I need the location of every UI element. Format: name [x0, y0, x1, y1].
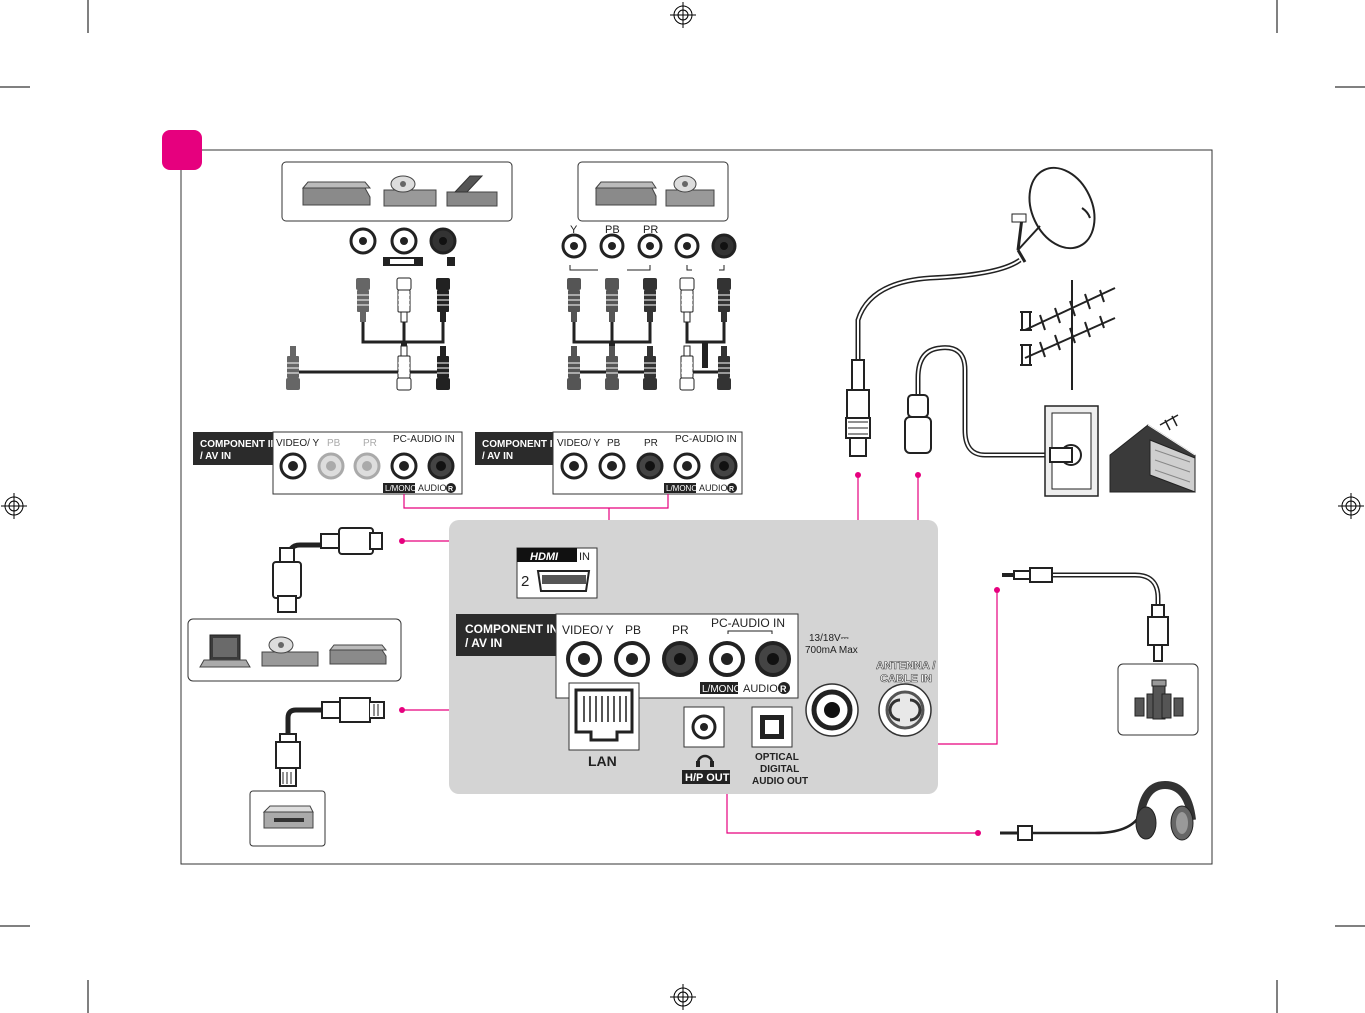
- small-panel-component: COMPONENT IN / AV IN VIDEO/ Y PB PR PC-A…: [475, 432, 742, 494]
- l-mono-label: L/MONO: [385, 484, 417, 493]
- av-source-jacks: [351, 229, 455, 266]
- svg-text:PR: PR: [644, 438, 658, 449]
- r-label: R: [780, 684, 787, 694]
- registration-mark-icon: [670, 2, 696, 28]
- hdmi-cable-icon: [273, 528, 382, 612]
- audio-label: AUDIO: [418, 483, 447, 493]
- panel-title: / AV IN: [200, 451, 231, 462]
- pb-label: PB: [327, 438, 341, 449]
- f-connector: [846, 360, 870, 456]
- antenna-label: CABLE IN: [880, 673, 932, 685]
- registration-mark-icon: [1338, 493, 1364, 519]
- hdmi-port: HDMI IN 2: [517, 548, 597, 598]
- svg-text:HDMI: HDMI: [530, 551, 559, 563]
- svg-text:AUDIO: AUDIO: [699, 483, 728, 493]
- pc-devices-box: [188, 619, 401, 681]
- optical-label: DIGITAL: [760, 764, 799, 775]
- svg-text:2: 2: [521, 573, 529, 590]
- router-box: [250, 791, 325, 846]
- svg-text:PB: PB: [607, 438, 621, 449]
- component-source-devices: [578, 162, 728, 221]
- panel-title: COMPONENT IN: [465, 622, 558, 636]
- pc-audio-in-label: PC-AUDIO IN: [711, 616, 785, 630]
- house-icon: [1110, 415, 1195, 492]
- accent-tab: [162, 130, 202, 170]
- svg-text:COMPONENT IN: COMPONENT IN: [482, 439, 560, 450]
- antenna-in-port: [879, 684, 931, 736]
- optical-label: AUDIO OUT: [752, 776, 808, 787]
- headphone-port: H/P OUT: [682, 707, 730, 784]
- hp-out-label: H/P OUT: [685, 772, 730, 784]
- pb-label: PB: [625, 623, 641, 637]
- terrestrial-antenna-icon: [1020, 280, 1115, 390]
- satellite-in-port: [806, 684, 858, 736]
- registration-mark-icon: [1, 493, 27, 519]
- lnb-power-label: 700mA Max: [805, 645, 858, 656]
- antenna-label: ANTENNA /: [876, 660, 935, 672]
- lan-cable-icon: [276, 698, 384, 786]
- svg-text:L/MONO: L/MONO: [666, 484, 698, 493]
- r-label: R: [448, 486, 453, 493]
- panel-title: / AV IN: [465, 636, 502, 650]
- svg-text:/ AV IN: / AV IN: [482, 451, 513, 462]
- satellite-dish-icon: [1012, 157, 1107, 262]
- dvd-player-icon: [596, 182, 656, 205]
- svg-text:IN: IN: [579, 551, 590, 563]
- component-source-jacks: Y PB PR: [563, 224, 735, 270]
- optical-label: OPTICAL: [755, 752, 799, 763]
- satellite-cable: [858, 260, 1020, 360]
- small-panel-av: COMPONENT IN / AV IN VIDEO/ Y PB PR PC-A…: [193, 432, 462, 494]
- main-panel: HDMI IN 2 COMPONENT IN / AV IN VIDEO/ Y …: [449, 520, 938, 794]
- dvd-player-icon: [330, 645, 386, 664]
- wall-outlet-icon: [1045, 406, 1098, 496]
- audio-label: AUDIO: [743, 683, 778, 695]
- av-cable: [286, 278, 450, 390]
- optical-cable-icon: [1002, 568, 1168, 661]
- pc-audio-in-label: PC-AUDIO IN: [393, 434, 455, 445]
- component-cable: [567, 278, 731, 390]
- pr-label: PR: [363, 438, 377, 449]
- av-source-devices: [282, 162, 512, 221]
- router-icon: [264, 806, 313, 828]
- svg-text:PC-AUDIO IN: PC-AUDIO IN: [675, 434, 737, 445]
- registration-mark-icon: [670, 984, 696, 1010]
- home-theater-box: [1118, 664, 1198, 735]
- lan-label: LAN: [588, 753, 617, 769]
- panel-title: COMPONENT IN: [200, 439, 278, 450]
- video-y-label: VIDEO/ Y: [276, 438, 319, 449]
- l-mono-label: L/MONO: [702, 684, 742, 695]
- antenna-connector: [905, 395, 931, 453]
- svg-text:VIDEO/ Y: VIDEO/ Y: [557, 438, 600, 449]
- video-y-label: VIDEO/ Y: [562, 623, 614, 637]
- headphones-icon: [1000, 785, 1193, 840]
- lnb-power-label: 13/18V⎓: [809, 633, 849, 644]
- dvd-player-icon: [303, 182, 370, 205]
- svg-text:R: R: [729, 486, 734, 493]
- pr-label: PR: [672, 623, 689, 637]
